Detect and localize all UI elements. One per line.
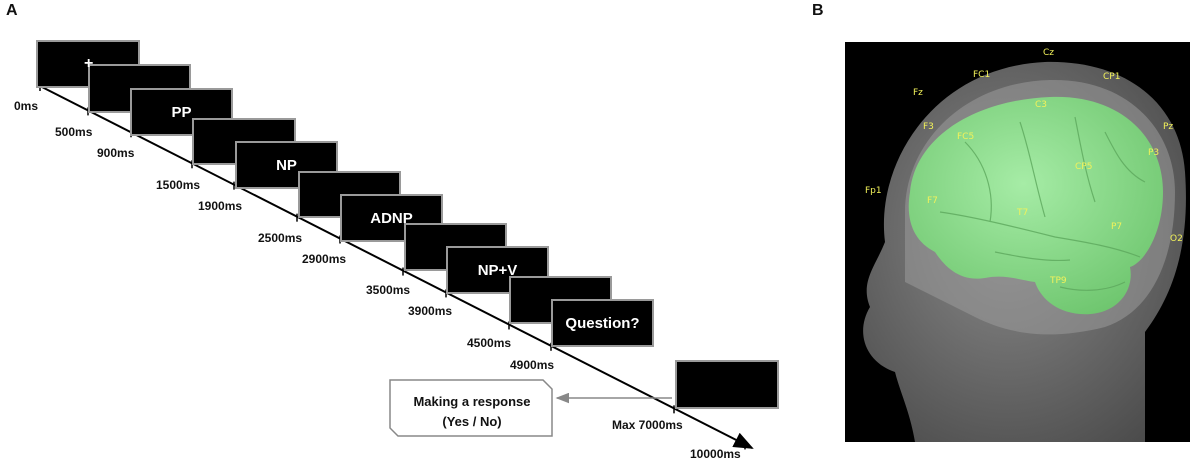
- time-label-3500ms: 3500ms: [366, 283, 411, 297]
- panel-label-a: A: [6, 2, 18, 19]
- electrode-o2: O2: [1170, 234, 1183, 244]
- electrode-cp1: CP1: [1103, 72, 1121, 82]
- electrode-fc5: FC5: [957, 132, 975, 142]
- time-label-4900ms: 4900ms: [510, 358, 555, 372]
- panel-label-b: B: [812, 2, 824, 19]
- response-text: Making a response (Yes / No): [392, 392, 552, 432]
- electrode-t7: T7: [1017, 208, 1029, 218]
- time-label-900ms: 900ms: [97, 146, 135, 160]
- fixation-cross: +: [84, 55, 94, 72]
- electrode-p7: P7: [1111, 222, 1123, 232]
- electrode-fz: Fz: [913, 88, 923, 98]
- electrode-p3: P3: [1148, 148, 1160, 158]
- time-label-3900ms: 3900ms: [408, 304, 453, 318]
- screen-adnp: ADNP: [340, 194, 443, 242]
- time-label-500ms: 500ms: [55, 125, 93, 139]
- response-box: [389, 379, 553, 437]
- time-label-10000ms: 10000ms: [690, 447, 741, 461]
- electrode-pz: Pz: [1163, 122, 1174, 132]
- screen-response-blank: [675, 360, 779, 409]
- timeline-axis: [39, 83, 754, 450]
- electrode-c3: C3: [1035, 100, 1048, 110]
- electrode-f7: F7: [927, 196, 938, 206]
- time-label-2500ms: 2500ms: [258, 231, 303, 245]
- electrode-fc1: FC1: [973, 70, 991, 80]
- electrode-cz: Cz: [1043, 48, 1055, 58]
- response-line-2: (Yes / No): [442, 414, 502, 429]
- timeline-line: [39, 85, 754, 449]
- time-label-1900ms: 1900ms: [198, 199, 243, 213]
- time-label-max-7000ms: Max 7000ms: [612, 418, 683, 432]
- head-brain-panel: Cz FC1 CP1 Fz C3 Pz F3 FC5 P3 CP5 Fp1 F7…: [845, 42, 1190, 442]
- time-label-1500ms: 1500ms: [156, 178, 201, 192]
- time-label-4500ms: 4500ms: [467, 336, 512, 350]
- time-label-2900ms: 2900ms: [302, 252, 347, 266]
- electrode-fp1: Fp1: [865, 186, 882, 196]
- screen-question: Question?: [551, 299, 654, 347]
- electrode-cp5: CP5: [1075, 162, 1093, 172]
- electrode-f3: F3: [923, 122, 934, 132]
- electrode-tp9: TP9: [1050, 276, 1067, 286]
- response-line-1: Making a response: [413, 394, 531, 409]
- time-label-0ms: 0ms: [14, 99, 39, 113]
- head-brain-illustration: [863, 61, 1186, 442]
